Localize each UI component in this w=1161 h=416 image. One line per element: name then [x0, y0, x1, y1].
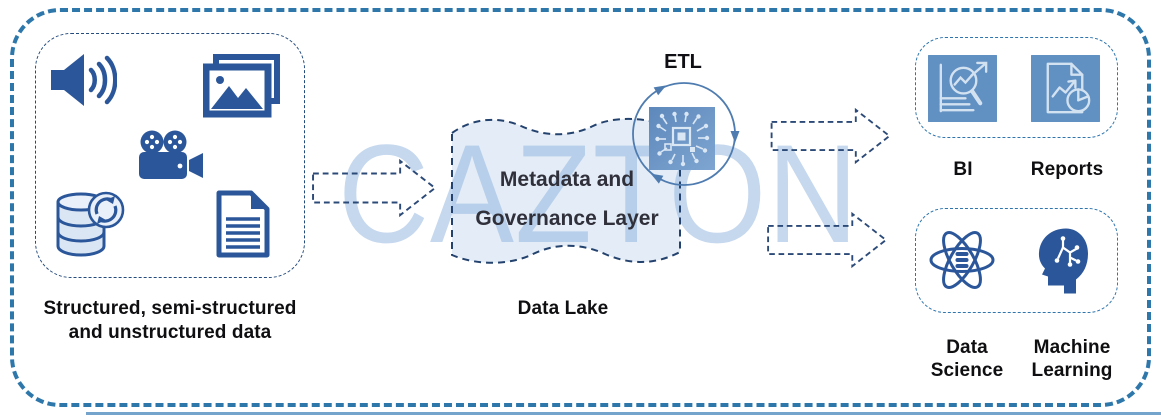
video-camera-icon [139, 130, 203, 179]
machine-learning-label: Machine Learning [1018, 336, 1126, 382]
data-lake-shape-border [451, 118, 681, 264]
bi-label: BI [953, 159, 973, 180]
etl-label: ETL [664, 51, 702, 73]
data-science-line1: Data [946, 337, 988, 358]
document-icon [216, 190, 270, 258]
audio-icon [51, 54, 117, 106]
ml-head-icon [1038, 228, 1088, 294]
source-data-box [35, 33, 305, 278]
data-lake-shape-fill [452, 118, 680, 263]
machine-learning-line1: Machine [1033, 337, 1111, 358]
machine-learning-line2: Learning [1031, 360, 1113, 381]
database-sync-icon [56, 191, 125, 257]
outer-dashed-border [10, 8, 1151, 407]
bi-reports-box [915, 37, 1118, 138]
flow-arrow-lake-to-ds [767, 211, 888, 269]
data-science-label: Data Science [917, 336, 1017, 382]
data-lake-caption: Data Lake [517, 298, 609, 319]
data-science-line2: Science [930, 360, 1004, 381]
flow-arrow-lake-to-bi [770, 107, 891, 165]
images-icon [203, 54, 280, 118]
bi-chart-magnifier-icon [928, 55, 997, 122]
lake-title-line1: Metadata and [499, 168, 635, 191]
cycle-arrows-icon [632, 82, 740, 186]
lake-title-line2: Governance Layer [475, 207, 659, 230]
source-caption-line2: and unstructured data [68, 322, 272, 343]
source-data-caption: Structured, semi-structured and unstruct… [20, 297, 320, 345]
bottom-accent-line [86, 412, 1161, 415]
source-caption-line1: Structured, semi-structured [43, 298, 297, 319]
ds-ml-box [915, 208, 1118, 313]
report-document-icon [1031, 55, 1100, 122]
reports-label: Reports [1030, 159, 1104, 180]
data-lake-title: Metadata and Governance Layer [452, 160, 682, 238]
chip-icon [649, 107, 715, 170]
atom-data-icon [929, 231, 995, 289]
flow-arrow-source-to-lake [312, 158, 437, 218]
